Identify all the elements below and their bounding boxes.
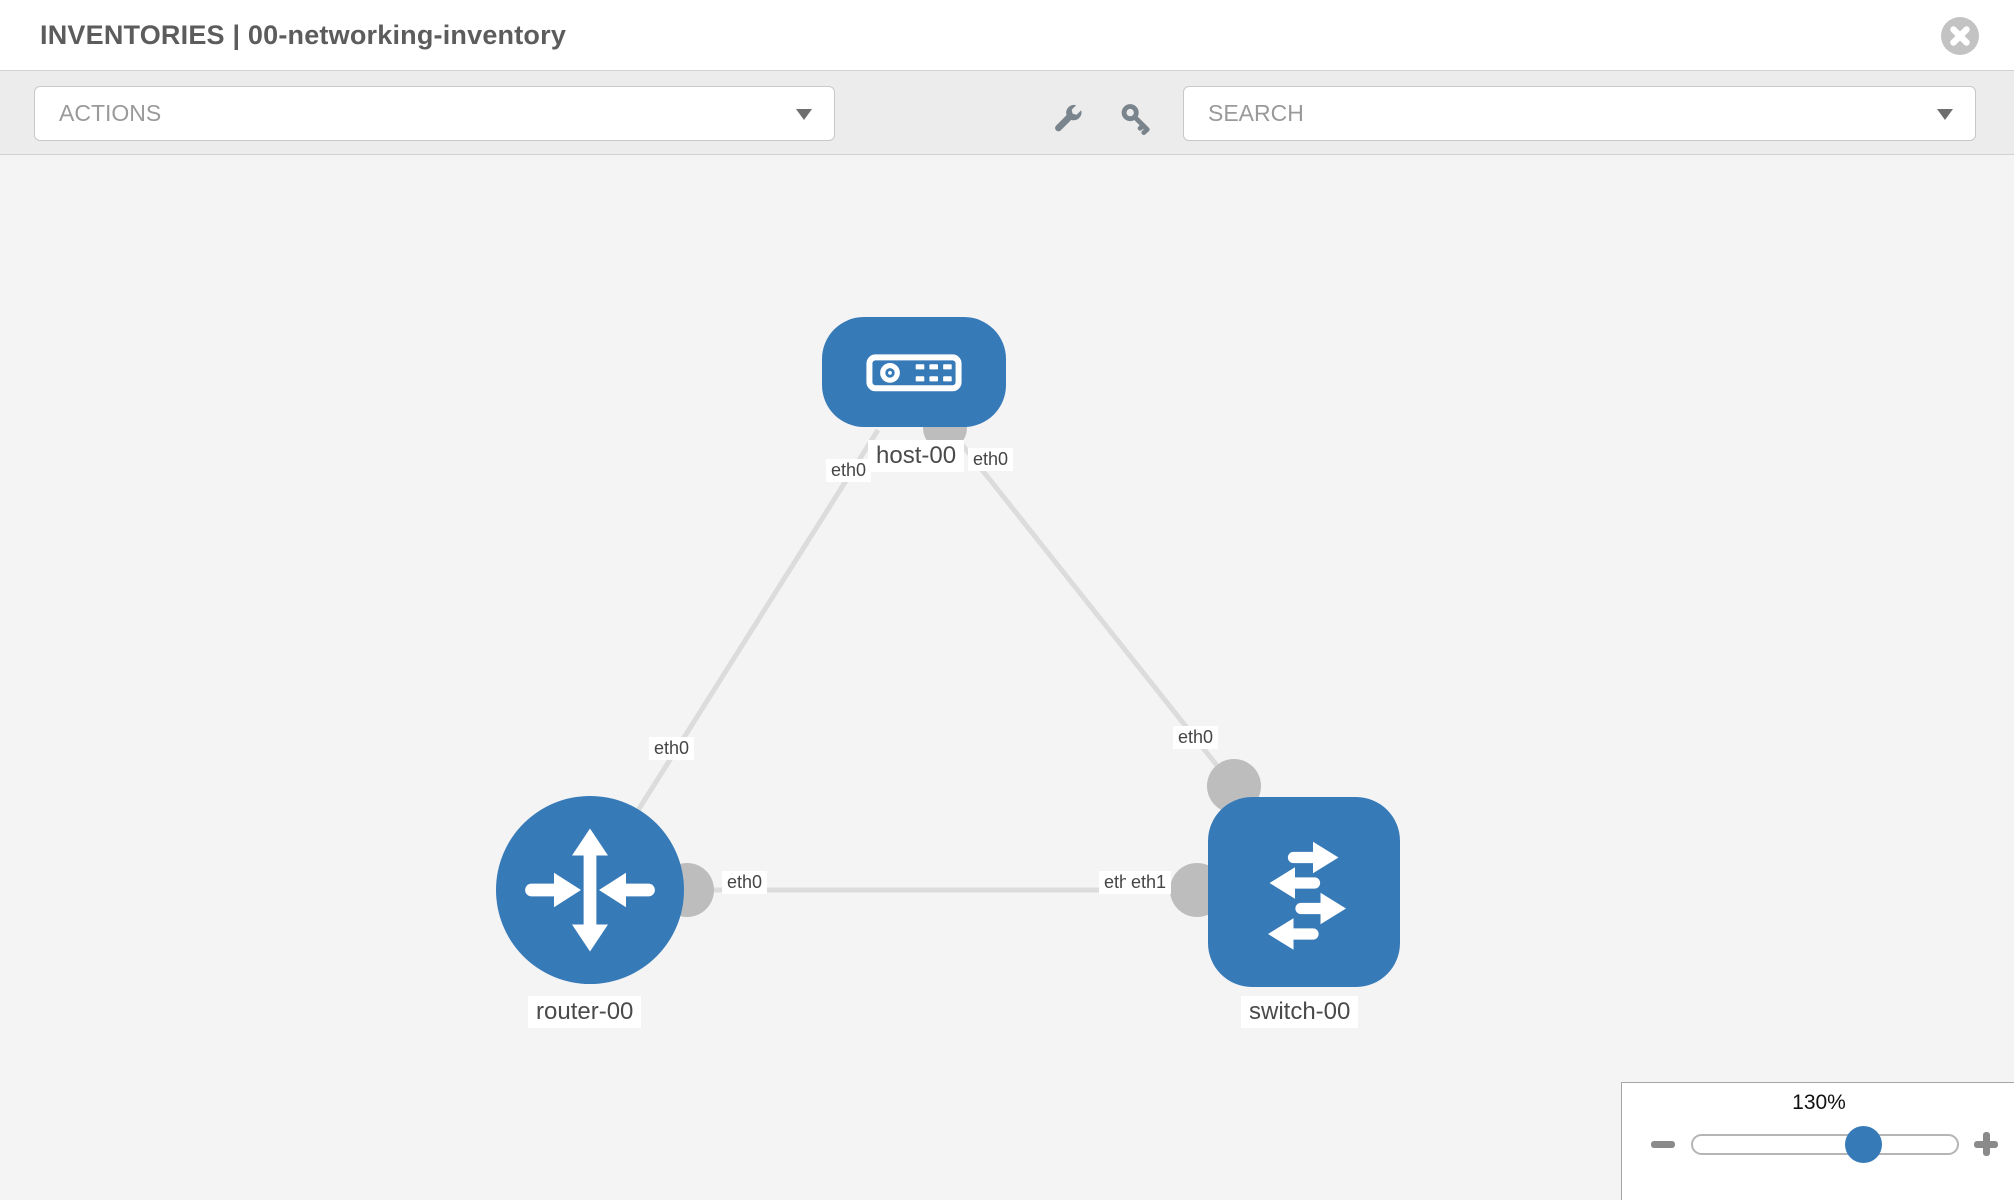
chevron-down-icon <box>1937 109 1953 120</box>
interface-label: eth0 <box>1173 726 1219 749</box>
node-router-00[interactable] <box>496 796 684 984</box>
search-dropdown[interactable]: SEARCH <box>1183 86 1976 141</box>
zoom-in-button[interactable] <box>1973 1131 1999 1157</box>
interface-label: eth0 <box>649 737 695 760</box>
zoom-slider-track[interactable] <box>1691 1134 1959 1155</box>
topology-canvas[interactable]: host-00 router-00 switch-00 eth0 eth0 et… <box>0 155 2014 1200</box>
topology-edges <box>634 406 1261 917</box>
node-label-host: host-00 <box>868 440 965 472</box>
router-arrows-icon <box>525 828 655 952</box>
interface-label: eth1 <box>1126 871 1172 894</box>
search-dropdown-label: SEARCH <box>1208 100 1304 126</box>
header: INVENTORIES | 00-networking-inventory <box>0 0 2014 70</box>
toolbar: ACTIONS SEARCH <box>0 70 2014 155</box>
wrench-icon <box>1055 104 1082 132</box>
chevron-down-icon <box>796 109 812 120</box>
node-host-00[interactable] <box>822 317 1006 427</box>
configure-button[interactable] <box>1050 101 1086 137</box>
zoom-slider-handle[interactable] <box>1845 1126 1882 1163</box>
switch-arrows-icon <box>1268 841 1346 950</box>
actions-dropdown[interactable]: ACTIONS <box>34 86 835 141</box>
key-icon <box>1121 104 1150 135</box>
zoom-control-panel: 130% <box>1621 1082 2014 1200</box>
credentials-button[interactable] <box>1118 101 1154 137</box>
actions-dropdown-label: ACTIONS <box>59 100 162 126</box>
interface-label: eth0 <box>826 459 872 482</box>
page-title: INVENTORIES | 00-networking-inventory <box>40 20 567 50</box>
plus-icon <box>1982 1132 1990 1156</box>
node-label-router: router-00 <box>528 996 642 1028</box>
zoom-percentage: 130% <box>1792 1091 1846 1114</box>
close-button[interactable] <box>1941 17 1979 55</box>
interface-label: eth0 <box>722 871 768 894</box>
node-label-switch: switch-00 <box>1241 996 1359 1028</box>
minus-icon <box>1651 1141 1675 1148</box>
interface-label: eth0 <box>968 448 1014 471</box>
node-switch-00[interactable] <box>1208 797 1400 987</box>
zoom-out-button[interactable] <box>1650 1131 1676 1157</box>
server-icon <box>866 354 962 392</box>
close-icon <box>1950 26 1970 46</box>
